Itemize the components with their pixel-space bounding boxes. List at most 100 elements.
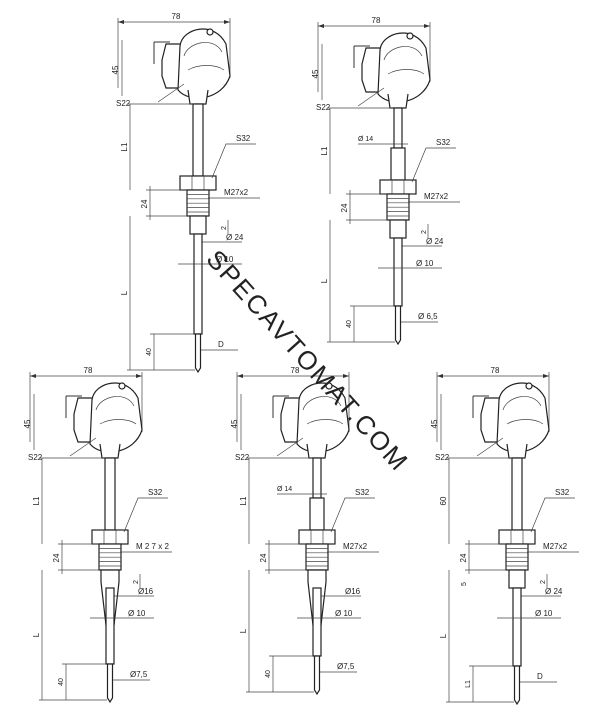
gap-label: 2 [133,580,140,584]
head-lid-line [383,46,425,75]
head-neck [187,89,209,105]
head-lid-line [302,396,344,425]
sensor-tip [513,665,521,706]
wrench-leader [69,437,97,457]
tip-dim-label: Ø7,5 [337,662,355,671]
nut-leader [211,143,256,179]
upper-len-label: L1 [320,146,329,155]
stem-dim-label: Ø 10 [335,609,353,618]
head-dim-label: 45 [111,65,120,74]
thread-len-label: 24 [140,199,149,208]
thread-len-label: 24 [259,553,268,562]
lower-stem [512,587,522,667]
width-dim-label: 78 [291,366,300,375]
tip-len-label: L1 [465,680,472,688]
thread-label: M27x2 [343,542,368,551]
neck-dim-label: Ø 14 [358,136,373,143]
lid-screw [406,32,414,40]
head-neck [387,93,409,109]
hex-nut [298,529,336,545]
hex-nut [91,529,129,545]
sensor-tip [394,305,402,346]
overall-len-label: L [439,633,448,638]
tip-dim-label: Ø7,5 [130,670,148,679]
lower-stem [105,587,115,665]
collar-dim-label: Ø 24 [426,237,444,246]
wrench-size-label: S22 [235,453,250,462]
head-dim-label: 45 [311,69,320,78]
lid-screw [325,382,333,390]
collar-dim-label: Ø 24 [545,587,563,596]
collar [508,569,526,589]
upper-len-label: L1 [120,142,129,151]
thread-len-label: 24 [52,553,61,562]
thread-len-label: 24 [340,203,349,212]
overall-len-label: L [239,628,248,633]
upper-len-label: L1 [239,496,248,505]
width-dim-label: 78 [172,12,181,21]
wrench-size-label: S22 [116,99,131,108]
sensor-tip [194,333,202,374]
neck-dim-label: Ø 14 [277,486,292,493]
wrench-size-label: S22 [316,103,331,112]
head-dim-label: 45 [23,419,32,428]
overall-len-label: L [120,290,129,295]
upper-tube [393,107,403,149]
lower-stem [193,233,203,335]
stem-dim-label: Ø 10 [416,259,434,268]
hex-nut-label: S32 [355,488,370,497]
wrench-leader [157,83,185,103]
thread-label: M 2 7 x 2 [136,542,169,551]
tip-dim-label: D [537,672,543,681]
nut-leader [123,497,168,533]
hex-nut [179,175,217,191]
head-neck [306,443,328,459]
hex-nut-label: S32 [555,488,570,497]
lid-screw [118,382,126,390]
head-neck [506,443,528,459]
head-lid-line [183,42,225,71]
stem-dim-label: Ø 10 [216,255,234,264]
stem-dim-label: Ø 10 [128,609,146,618]
tip-dim-label: Ø 6,5 [418,312,438,321]
thread-label: M27x2 [543,542,568,551]
terminal-head [177,28,231,99]
overall-len-label: L [320,278,329,283]
gap-label: 2 [540,580,547,584]
width-dim-label: 78 [372,16,381,25]
upper-tube [312,457,322,499]
gap-label: 2 [421,230,428,234]
hex-nut-label: S32 [436,138,451,147]
wrench-leader [276,437,304,457]
terminal-head [89,382,143,453]
head-dim-label: 45 [430,419,439,428]
lower-stem [393,237,403,307]
head-lid-line [95,396,137,425]
collar-dim-label: Ø16 [138,587,154,596]
tip-len-label: 40 [346,320,353,328]
lid-screw [525,382,533,390]
lower-stem [312,587,322,657]
thread-label: M27x2 [424,192,449,201]
thread-len-label: 24 [459,553,468,562]
neck-tube [309,497,325,531]
upper-tube [511,457,523,531]
hex-nut-label: S32 [236,134,251,143]
upper-len-label: L1 [32,496,41,505]
sensor-tip [106,663,114,704]
collar-dim-label: Ø16 [345,587,361,596]
terminal-head [377,32,431,103]
thread-sub-label: 5 [461,582,468,586]
tip-len-label: 40 [58,678,65,686]
head-lid-line [502,396,544,425]
tip-len-label: 40 [265,670,272,678]
overall-len-label: L [32,632,41,637]
wrench-size-label: S22 [28,453,43,462]
width-dim-label: 78 [84,366,93,375]
